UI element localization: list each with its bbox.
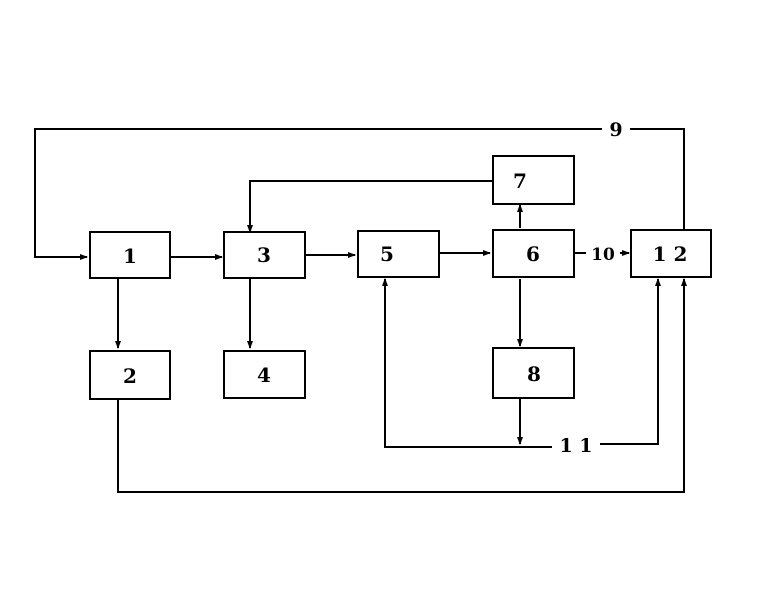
line-11-to-12 bbox=[600, 278, 661, 445]
connections bbox=[34, 128, 687, 493]
block-4: 4 bbox=[223, 350, 306, 399]
feedback-line-9 bbox=[34, 128, 685, 257]
line-2-to-12 bbox=[117, 278, 687, 493]
block-12-label: 1 2 bbox=[653, 242, 688, 266]
block-5: 5 bbox=[357, 230, 440, 278]
block-2: 2 bbox=[89, 350, 171, 400]
block-4-label: 4 bbox=[257, 363, 271, 387]
block-6-label: 6 bbox=[526, 242, 540, 266]
block-7-label: 7 bbox=[513, 169, 527, 193]
block-1: 1 bbox=[89, 231, 171, 279]
line-label-9: 9 bbox=[609, 119, 622, 141]
block-12: 1 2 bbox=[630, 229, 712, 278]
line-label-11: 1 1 bbox=[559, 435, 592, 457]
line-label-10: 10 bbox=[591, 245, 615, 265]
block-7: 7 bbox=[492, 155, 575, 205]
block-1-label: 1 bbox=[123, 244, 137, 268]
block-3-label: 3 bbox=[257, 243, 271, 267]
block-8-label: 8 bbox=[527, 362, 541, 386]
block-8: 8 bbox=[492, 347, 575, 399]
block-3: 3 bbox=[223, 231, 306, 279]
line-7-to-3 bbox=[247, 180, 492, 233]
line-bus-to-5 bbox=[382, 278, 520, 448]
block-2-label: 2 bbox=[123, 364, 137, 388]
block-6: 6 bbox=[492, 229, 575, 278]
block-5-label: 5 bbox=[380, 242, 394, 266]
